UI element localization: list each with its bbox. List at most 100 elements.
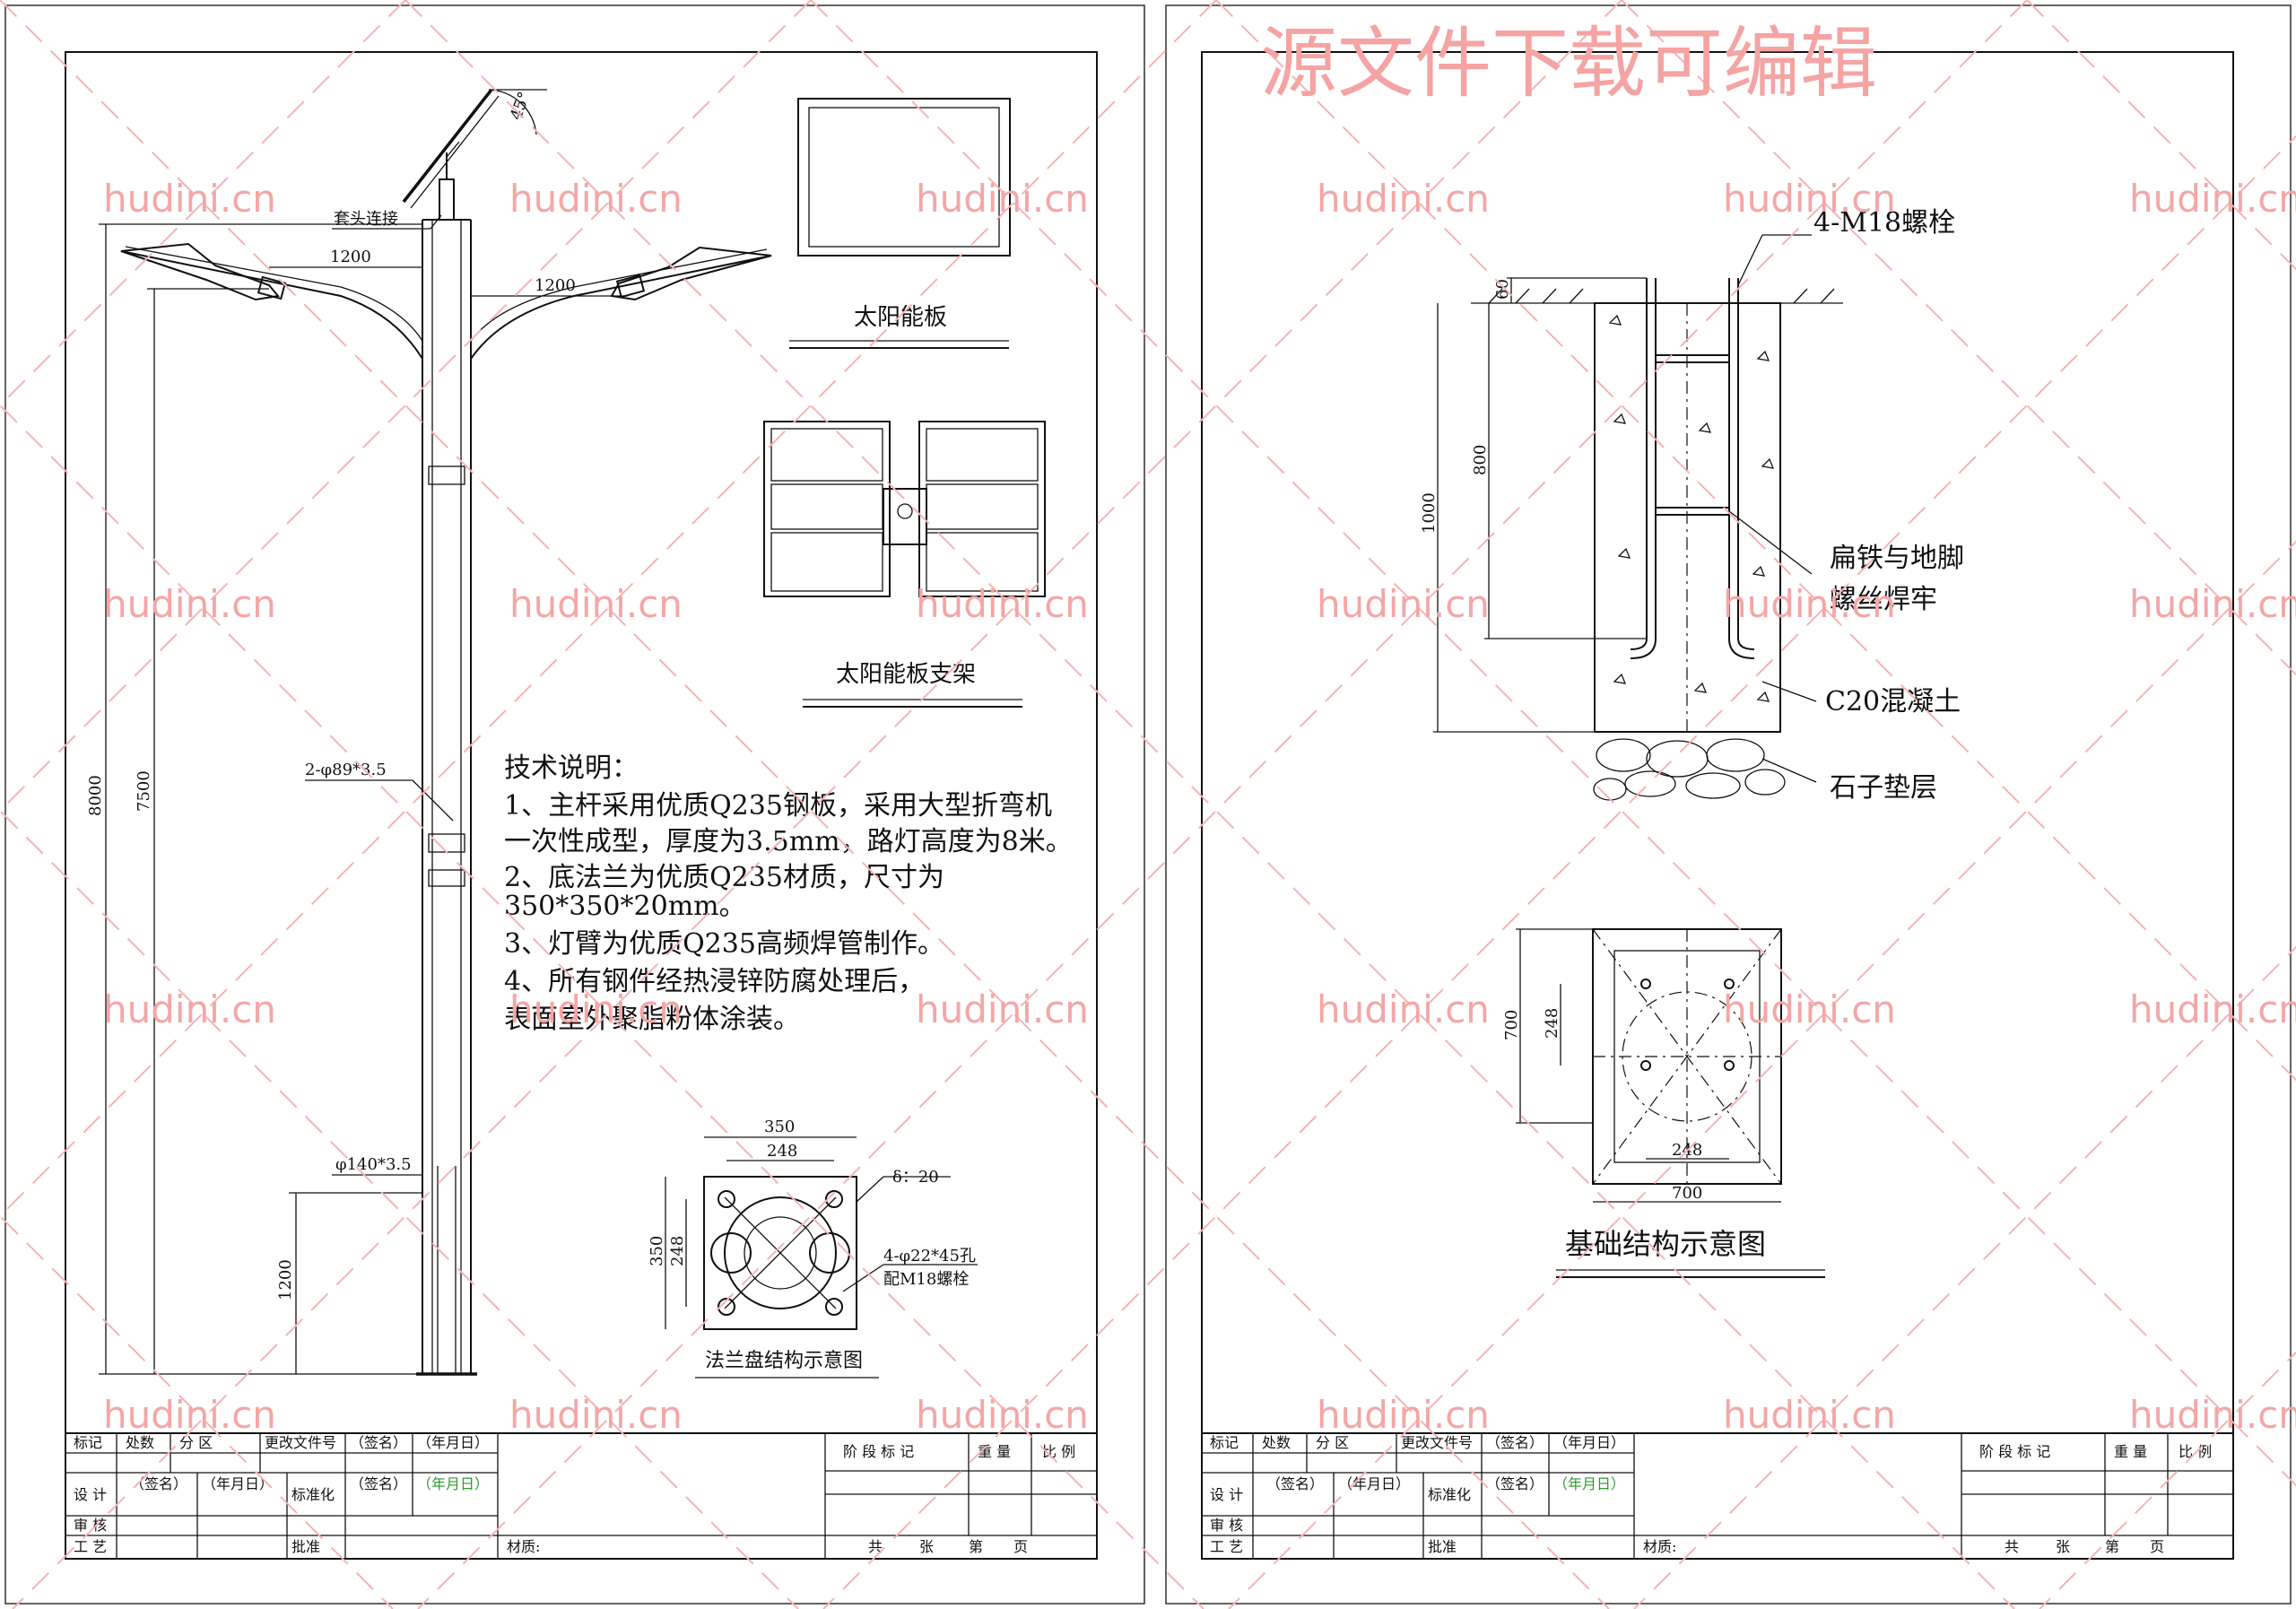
foundation-depth-dim: 1000 [1420, 492, 1439, 534]
watermark-diagonal [0, 0, 406, 407]
tb-standard-date: （年月日） [1553, 1475, 1625, 1492]
tb-stage: 阶 段 标 记 [843, 1443, 914, 1460]
tb-mark: 标记 [1210, 1434, 1239, 1451]
arm-right-dim: 1200 [535, 276, 576, 295]
bolt-depth-dim: 800 [1471, 445, 1490, 475]
right-title-block: 标记 处数 分 区 更改文件号 （签名） （年月日） 设 计 （签名） （年月日… [1201, 1432, 2234, 1560]
watermark-diagonal [1633, 945, 2296, 1609]
watermark-diagonal [1228, 540, 2296, 1609]
panel-bracket: 太阳能板支架 [763, 421, 1046, 708]
tb-craft: 工 艺 [1210, 1538, 1243, 1555]
tb-mark: 标记 [74, 1434, 102, 1451]
watermark-site-text: hudini.cn [2129, 582, 2296, 626]
tb-page-sheets: 张 [2056, 1538, 2070, 1555]
tb-date: （年月日） [1553, 1434, 1625, 1451]
tb-standard-sign: （签名） [1486, 1475, 1544, 1492]
tb-approve: 批准 [1428, 1538, 1457, 1555]
watermark-diagonal [0, 1214, 394, 1609]
flat-iron-label-line2: 螺丝焊牢 [1830, 584, 1937, 615]
foundation-plan: 700 248 248 700 基础结构示意图 [1502, 928, 1825, 1278]
watermark-diagonal [1621, 0, 2296, 676]
tb-design-sign: （签名） [130, 1475, 187, 1492]
watermark-site-text: hudini.cn [2129, 1393, 2296, 1437]
tech-note-line: 350*350*20mm。 [504, 891, 746, 922]
watermark-site-text: hudini.cn [916, 582, 1089, 626]
tb-change-doc: 更改文件号 [1401, 1434, 1473, 1451]
watermark-diagonal [0, 0, 1610, 1609]
watermark-site-text: hudini.cn [2129, 177, 2296, 221]
flat-iron-label-line1: 扁铁与地脚 [1830, 543, 1964, 574]
tech-note-line: 3、灯臂为优质Q235高频焊管制作。 [504, 928, 944, 960]
bolt-label: 4-M18螺栓 [1813, 207, 1955, 239]
tb-standard: 标准化 [1428, 1486, 1471, 1503]
tech-note-line: 1、主杆采用优质Q235钢板，采用大型折弯机 [504, 790, 1052, 822]
watermark-texts: hudini.cn hudini.cn hudini.cn hudini.cn hudi… [103, 177, 2296, 1437]
watermark-diagonal [0, 0, 1217, 1218]
socket-label: 套头连接 [334, 210, 398, 229]
door-height-dim: 1200 [276, 1259, 295, 1300]
watermark-diagonal [0, 0, 812, 813]
tech-note-line: 4、所有钢件经热浸锌防腐处理后， [504, 966, 925, 997]
tb-sign: （签名） [1486, 1434, 1544, 1451]
watermark-site-text: hudini.cn [1723, 1393, 1896, 1437]
watermark-site-text: hudini.cn [509, 582, 683, 626]
watermark-site-text: hudini.cn [1723, 177, 1896, 221]
tb-page-total: 共 [868, 1538, 883, 1555]
tb-weight: 重 量 [978, 1443, 1011, 1460]
tb-approve: 批准 [291, 1538, 320, 1555]
tb-standard: 标准化 [291, 1486, 335, 1503]
pole-tube-spec: φ140*3.5 [335, 1155, 412, 1174]
tb-sign: （签名） [350, 1434, 407, 1451]
flange-holes: 4-φ22*45孔 [883, 1247, 976, 1265]
watermark-site-text: hudini.cn [103, 1393, 276, 1437]
tb-review: 审 核 [74, 1517, 107, 1534]
tech-note-line: 表面室外聚脂粉体涂装。 [504, 1004, 800, 1035]
watermark-diagonal [12, 0, 1622, 1609]
watermark-diagonal [417, 0, 2028, 1609]
left-title-block: 标记 处数 分 区 更改文件号 （签名） （年月日） 设 计 （签名） （年月日… [65, 1432, 1098, 1560]
watermark-site-text: hudini.cn [1317, 582, 1490, 626]
watermark-site-text: hudini.cn [916, 1393, 1089, 1437]
tb-scale: 比 例 [2179, 1443, 2212, 1460]
above-ground-dim: 60 [1493, 279, 1512, 300]
solar-panel: 太阳能板 [789, 98, 1011, 349]
tb-design-date: （年月日） [202, 1475, 274, 1492]
flange-thickness: δ：20 [892, 1168, 939, 1187]
watermark-diagonal [404, 0, 2015, 1609]
lamp-height-dim: 7500 [135, 770, 153, 812]
flange-inner-v-dim: 248 [668, 1236, 687, 1266]
watermark-diagonal [2026, 0, 2296, 271]
tb-standard-date: （年月日） [417, 1475, 489, 1492]
tb-weight: 重 量 [2114, 1443, 2147, 1460]
tb-review: 审 核 [1210, 1517, 1243, 1534]
tb-page-no: 第 [2105, 1538, 2119, 1555]
tb-page-unit: 页 [2150, 1538, 2164, 1555]
flange-bolts: 配M18螺栓 [883, 1270, 969, 1289]
tb-design-date: （年月日） [1338, 1475, 1410, 1492]
watermark-site-text: hudini.cn [103, 987, 276, 1031]
tb-page-total: 共 [2005, 1538, 2019, 1555]
watermark-site-text: hudini.cn [916, 987, 1089, 1031]
right-sheet-frame [1165, 4, 2292, 1605]
concrete-label: C20混凝土 [1825, 686, 1961, 718]
tb-design: 设 计 [1210, 1486, 1243, 1503]
tech-note-line: 2、底法兰为优质Q235材质，尺寸为 [504, 862, 944, 893]
watermark-site-text: hudini.cn [509, 177, 683, 221]
arm-tube-spec: 2-φ89*3.5 [305, 761, 387, 779]
flange-plate: 350 248 350 248 δ：20 4-φ22*45孔 配M18螺栓 法兰… [648, 1118, 978, 1379]
tb-date: （年月日） [417, 1434, 489, 1451]
watermark-site-text: hudini.cn [103, 582, 276, 626]
tb-change-doc: 更改文件号 [265, 1434, 336, 1451]
watermark-site-text: hudini.cn [1317, 177, 1490, 221]
watermark-site-text: hudini.cn [2129, 987, 2296, 1031]
watermark-site-text: hudini.cn [1723, 987, 1896, 1031]
tb-page-no: 第 [969, 1538, 983, 1555]
tb-count: 处数 [126, 1434, 154, 1451]
watermark-diagonal [1215, 0, 2296, 1082]
watermark-diagonal [2039, 1351, 2296, 1609]
watermark-title: 源文件下载可编辑 [1260, 19, 1877, 109]
plan-outer-h-dim: 700 [1672, 1184, 1702, 1203]
plan-inner-v-dim: 248 [1543, 1008, 1561, 1039]
